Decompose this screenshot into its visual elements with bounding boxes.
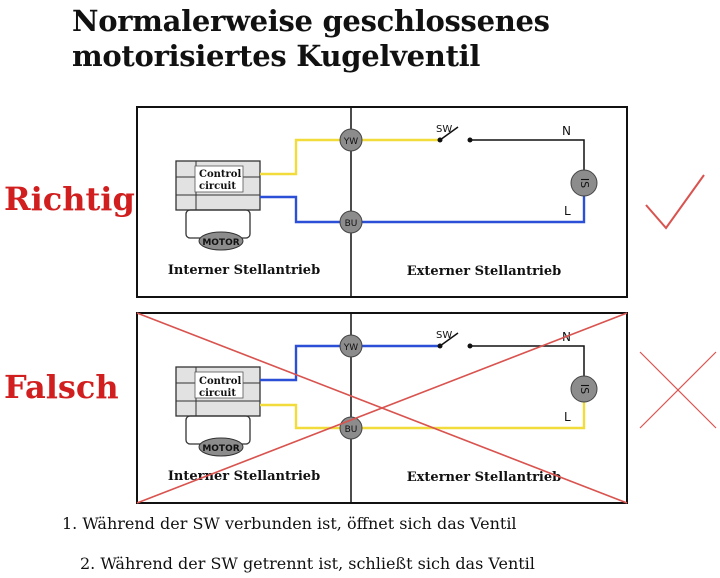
yellow-wire-external (362, 402, 586, 430)
wrong-label: Falsch (4, 368, 119, 406)
live-label: L (564, 410, 571, 424)
note-1: 1. Während der SW verbunden ist, öffnet … (62, 514, 517, 533)
control-label-line-2: circuit (199, 388, 236, 399)
blue-wire (260, 344, 340, 382)
terminal-bu-label: BU (345, 219, 358, 229)
panel-correct: Control circuit MOTOR YW BU SW IS N L In… (136, 106, 705, 298)
blue-wire-external (362, 196, 586, 224)
panel-correct-frame (136, 106, 628, 298)
switch-label: SW (436, 124, 452, 135)
motor-label: MOTOR (202, 238, 239, 248)
internal-actuator-label: Interner Stellantrieb (168, 469, 320, 484)
terminal-yw (339, 128, 363, 152)
power-source-label: IS (578, 178, 591, 188)
neutral-wire (470, 139, 585, 170)
yellow-wire (260, 138, 340, 176)
cross-mark-icon (639, 351, 717, 429)
switch-label: SW (436, 330, 452, 341)
diagram-title: Normalerweise geschlossenes motorisierte… (72, 4, 550, 74)
title-line-1: Normalerweise geschlossenes (72, 4, 550, 38)
blue-wire (260, 195, 340, 224)
external-actuator-label: Externer Stellantrieb (407, 264, 561, 279)
motor (198, 231, 244, 251)
control-label-line-1: Control (199, 376, 241, 387)
live-label: L (564, 204, 571, 218)
switch-lever (439, 126, 459, 141)
switch-lever (439, 332, 459, 347)
terminal-yw-label: YW (343, 137, 358, 147)
control-label-line-1: Control (199, 169, 241, 180)
title-line-2: motorisiertes Kugelventil (72, 39, 481, 73)
neutral-wire (470, 345, 585, 376)
yellow-wire (260, 403, 340, 430)
neutral-label: N (562, 124, 571, 138)
external-actuator-label: Externer Stellantrieb (407, 470, 561, 485)
internal-actuator-label: Interner Stellantrieb (168, 263, 320, 278)
panel-wrong: Control circuit MOTOR YW BU SW IS N L In… (136, 312, 717, 504)
control-module: Control circuit MOTOR (175, 366, 261, 457)
motor (198, 437, 244, 457)
cross-out-line-2 (136, 312, 628, 504)
power-source-label: IS (578, 384, 591, 394)
panel-wrong-frame (136, 312, 628, 504)
power-source (570, 169, 598, 197)
power-source (570, 375, 598, 403)
control-label-line-2: circuit (199, 181, 236, 192)
control-module: Control circuit MOTOR (175, 160, 261, 251)
motor-label: MOTOR (202, 444, 239, 454)
check-mark-icon (645, 174, 705, 230)
terminal-yw (339, 334, 363, 358)
note-2: 2. Während der SW getrennt ist, schließt… (80, 554, 535, 573)
terminal-yw-label: YW (343, 343, 358, 353)
terminal-bu (339, 210, 363, 234)
terminal-bu-label: BU (345, 425, 358, 435)
correct-label: Richtig (4, 180, 135, 218)
